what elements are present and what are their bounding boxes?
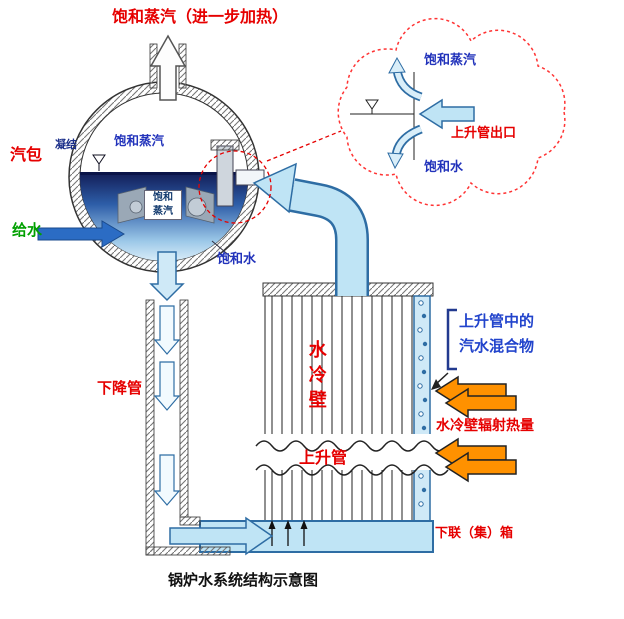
label-downcomer: 下降管	[97, 379, 143, 397]
feedwater-arrow	[37, 220, 125, 248]
heat-arrow-4	[444, 451, 517, 483]
cloud-steam-arrow	[394, 69, 422, 100]
cloud-callout	[337, 17, 566, 207]
cloud-steam-arrowhead	[388, 56, 406, 74]
label-condensation: 凝结	[55, 138, 77, 151]
steam-bubbles	[417, 300, 428, 507]
separator-box-line2: 蒸汽	[153, 206, 173, 217]
drum-water-level-icon	[92, 154, 106, 165]
label-radiation-heat: 水冷壁辐射热量	[436, 418, 534, 434]
radiation-arrows	[434, 375, 517, 483]
downcomer-flow-arrows	[153, 305, 181, 506]
riser-to-drum-pipe	[252, 162, 369, 296]
label-drum-sat-steam: 饱和蒸汽	[114, 133, 165, 148]
steam-drum	[68, 81, 265, 273]
sat-water-pointer	[211, 240, 232, 258]
mixture-annotation	[431, 308, 457, 390]
break-wave-bottom	[255, 464, 449, 476]
break-wave-top	[255, 440, 449, 452]
label-top-steam: 饱和蒸汽（进一步加热）	[112, 7, 289, 26]
elbow-right-arrow	[169, 516, 274, 556]
downcomer-wall-left	[145, 299, 155, 556]
separator-box-line1: 饱和	[153, 192, 173, 203]
label-cloud-sat-steam: 饱和蒸汽	[424, 53, 477, 68]
mixture-pointer-head	[431, 379, 441, 390]
diagram-caption: 锅炉水系统结构示意图	[168, 571, 319, 589]
drum-down-arrow	[149, 251, 185, 302]
detail-circle	[198, 150, 272, 224]
label-water-wall: 水冷壁	[305, 340, 327, 415]
water-wall-bank	[199, 282, 452, 553]
cloud-flow-arrow	[418, 98, 475, 130]
label-mixture-line2: 汽水混合物	[459, 337, 535, 355]
pipe-arrowhead	[252, 162, 297, 214]
heat-arrow-2	[444, 387, 517, 419]
break-band	[252, 434, 452, 470]
label-cloud-riser-outlet: 上升管出口	[451, 126, 517, 141]
elbow-wall-bottom	[145, 546, 231, 556]
steam-up-arrow	[149, 34, 187, 101]
label-lower-header: 下联（集）箱	[435, 526, 514, 541]
downcomer-pipe	[145, 251, 274, 556]
mixture-bracket	[446, 308, 457, 371]
detail-connector	[266, 130, 342, 162]
label-drum: 汽包	[10, 145, 43, 164]
label-cloud-sat-water: 饱和水	[424, 160, 464, 175]
water-level-icon	[365, 99, 379, 110]
label-mixture-line1: 上升管中的	[459, 312, 535, 330]
downcomer-wall-right	[179, 299, 189, 518]
label-sat-water: 饱和水	[217, 252, 257, 267]
steam-outlet-pipe	[149, 34, 187, 101]
elbow-wall-top	[179, 516, 201, 526]
water-wall-tubes	[264, 296, 413, 521]
label-riser: 上升管	[299, 448, 348, 467]
drum-separator-box: 饱和 蒸汽	[144, 190, 182, 220]
pipe-fill	[289, 180, 367, 296]
label-feedwater: 给水	[12, 221, 43, 239]
cloud-water-arrowhead	[387, 152, 404, 170]
